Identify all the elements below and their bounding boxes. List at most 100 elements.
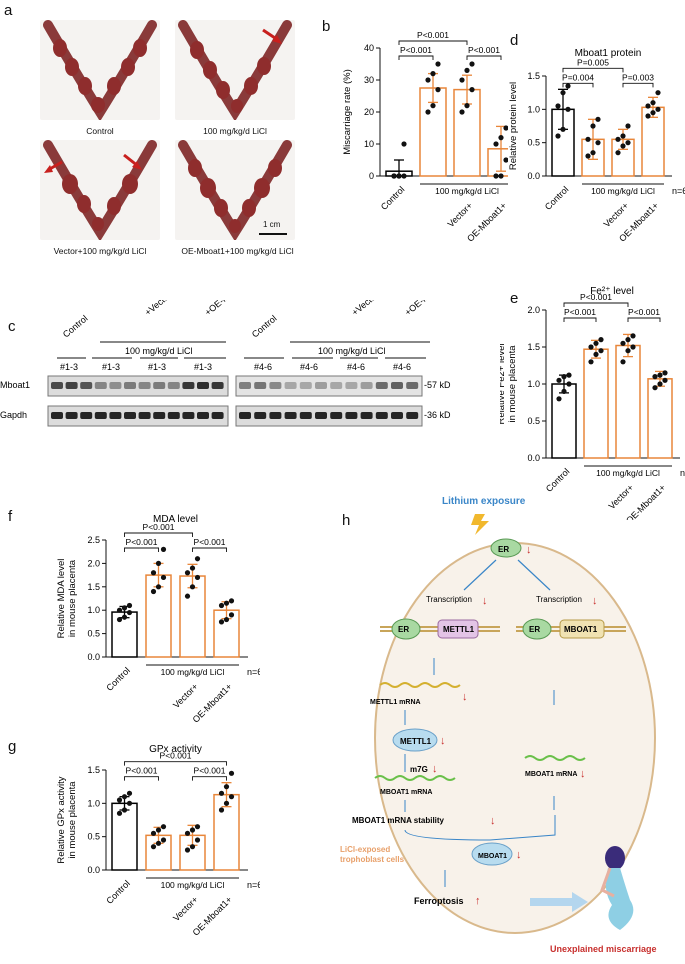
mettl1-protein-down: ↓	[440, 735, 446, 747]
significance-bracket	[562, 67, 624, 73]
wb-row-gapdh: Gapdh	[0, 410, 27, 420]
y-tick-label: 0.0	[527, 453, 540, 463]
p-value-label: P=0.003	[622, 72, 654, 82]
panel-label-h: h	[342, 512, 351, 529]
gapdh-band	[211, 412, 224, 419]
data-point	[598, 348, 604, 354]
data-point	[223, 600, 230, 606]
bar	[213, 793, 240, 871]
data-point	[126, 790, 133, 796]
data-point	[459, 109, 465, 115]
data-point	[566, 372, 572, 378]
y-tick-label: 0	[369, 171, 374, 181]
mettl1-mrna: METTL1 mRNA	[370, 699, 421, 706]
data-point	[126, 800, 133, 806]
data-point	[184, 830, 191, 836]
data-point	[469, 61, 475, 67]
panel-label-d: d	[510, 32, 519, 49]
wb-row-mboat1: Mboat1	[0, 380, 30, 390]
mboat1-band	[94, 382, 107, 389]
data-point	[469, 87, 475, 93]
scale-bar-label: 1 cm	[263, 220, 281, 229]
data-point	[126, 602, 133, 609]
y-tick-label: 0.0	[87, 865, 100, 875]
data-point	[657, 381, 663, 387]
data-point	[588, 359, 594, 365]
data-point	[189, 565, 196, 571]
mboat1-band	[254, 382, 267, 389]
m7g-label: m7G	[410, 765, 428, 774]
gapdh-band	[94, 412, 107, 419]
y-axis-label: Relative protein level	[508, 82, 519, 170]
gapdh-band	[65, 412, 78, 419]
data-point	[121, 605, 128, 611]
y-tick-label: 0.5	[87, 832, 100, 842]
wb-label-control-left: Control	[61, 313, 90, 339]
significance-bracket	[627, 317, 661, 322]
data-point	[425, 109, 431, 115]
n-label: n=6	[672, 186, 685, 196]
data-point	[184, 593, 191, 599]
data-point	[155, 827, 162, 833]
p-value-label: P<0.001	[564, 307, 596, 317]
mboat1-band	[360, 382, 373, 389]
y-tick-label: 0.0	[87, 652, 100, 662]
data-point	[620, 340, 626, 346]
licl-label: 100 mg/kg/d LiCl	[161, 667, 225, 677]
y-tick-label: 1.0	[527, 104, 540, 114]
data-point	[555, 133, 561, 139]
x-tick-label: Control	[104, 665, 132, 693]
data-point	[493, 141, 499, 147]
data-point	[218, 790, 225, 796]
data-point	[228, 794, 235, 800]
ferroptosis-label: Ferroptosis	[414, 896, 464, 906]
er-top: ER	[498, 545, 509, 554]
trans-left-down: ↓	[482, 595, 488, 607]
panel-label-a: a	[4, 2, 13, 19]
data-point	[126, 609, 133, 616]
p-value-label: P=0.005	[577, 57, 609, 67]
data-point	[464, 67, 470, 73]
gapdh-band	[138, 412, 151, 419]
data-point	[150, 570, 157, 576]
data-point	[228, 770, 235, 776]
gapdh-band	[299, 412, 312, 419]
mboat1-band	[284, 382, 297, 389]
data-point	[561, 374, 567, 380]
p-value-label: P<0.001	[400, 45, 432, 55]
data-point	[657, 372, 663, 378]
mboat1-mrna-right-down: ↓	[580, 768, 586, 780]
data-point	[620, 143, 626, 149]
mboat1-mrna-left: MBOAT1 mRNA	[380, 789, 432, 796]
bar	[647, 378, 673, 459]
p-value-label: P<0.001	[194, 766, 226, 776]
x-tick-label: Vector+	[602, 200, 631, 229]
mboat1-box: MBOAT1	[564, 625, 598, 634]
data-point	[652, 385, 658, 391]
licl-label: 100 mg/kg/d LiCl	[591, 186, 655, 196]
chart-title: Mboat1 protein	[575, 48, 642, 59]
significance-bracket	[398, 40, 468, 45]
gapdh-band	[330, 412, 343, 419]
data-point	[498, 173, 504, 179]
data-point	[662, 377, 668, 383]
panel-label-f: f	[8, 508, 13, 525]
data-point	[391, 173, 397, 179]
licl-label: 100 mg/kg/d LiCl	[596, 468, 660, 478]
ferroptosis-up: ↑	[475, 895, 481, 907]
trans-right-down: ↓	[592, 595, 598, 607]
data-point	[630, 344, 636, 350]
lightning-icon	[471, 514, 489, 535]
wb-label-vector-left: +Vector+	[143, 300, 177, 318]
significance-bracket	[192, 776, 227, 781]
significance-bracket	[563, 302, 629, 307]
mboat1-band	[51, 382, 63, 389]
data-point	[194, 574, 201, 581]
y-tick-label: 1.5	[527, 71, 540, 81]
significance-bracket	[622, 82, 654, 88]
photo-control	[40, 20, 160, 120]
data-point	[625, 337, 631, 343]
y-tick-label: 2.0	[87, 558, 100, 568]
